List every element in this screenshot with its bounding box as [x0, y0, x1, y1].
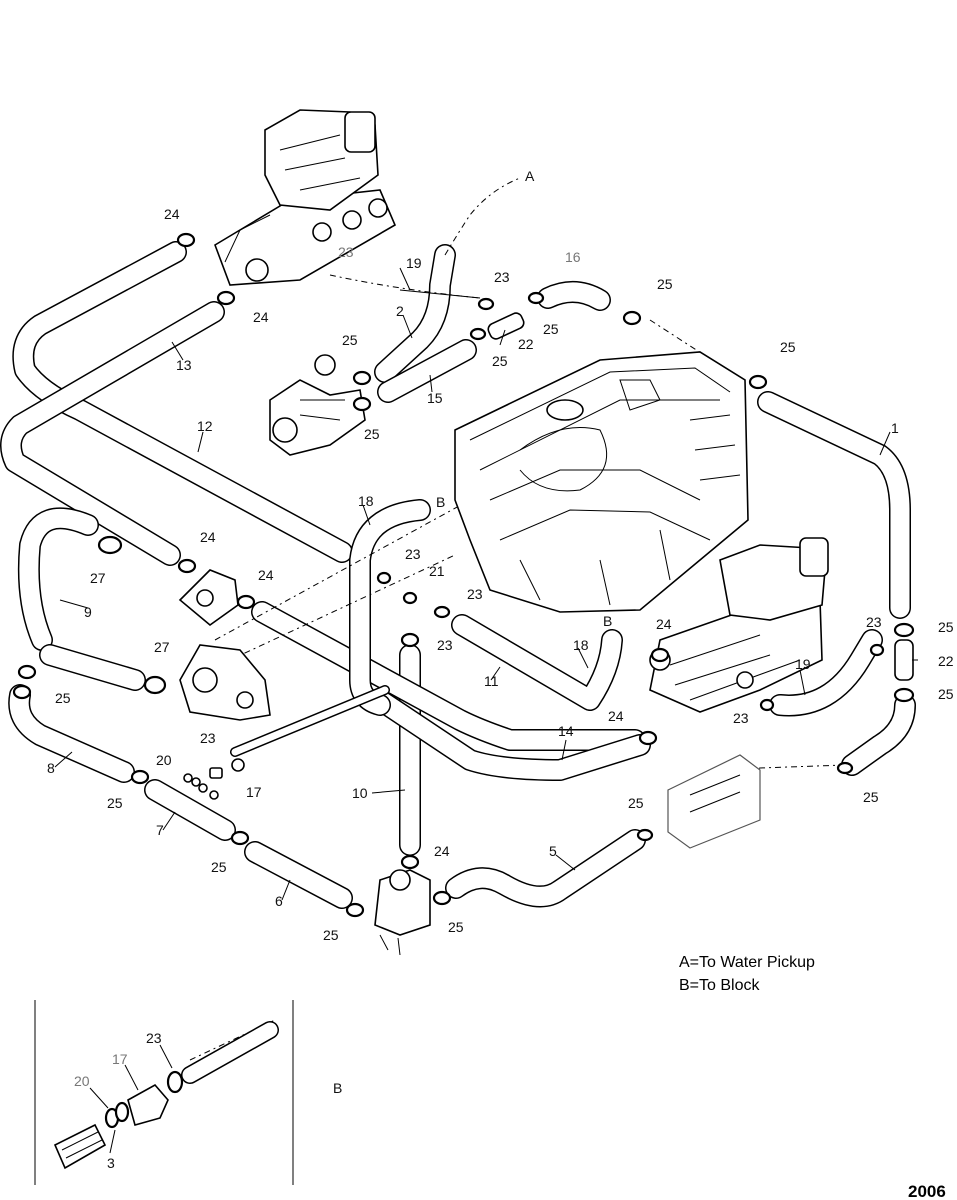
callout-25-i: 25	[211, 859, 227, 875]
callout-14: 14	[558, 723, 574, 739]
callout-5: 5	[549, 843, 557, 859]
callout-25-j: 25	[323, 927, 339, 943]
callout-23-h: 23	[733, 710, 749, 726]
callout-13: 13	[176, 357, 192, 373]
clamps	[12, 232, 915, 918]
callout-24-g: 24	[434, 843, 450, 859]
callout-24-b: 24	[253, 309, 269, 325]
legend-b: B=To Block	[679, 977, 760, 994]
inset-detail	[34, 1000, 294, 1185]
callout-7: 7	[156, 822, 164, 838]
exhaust-manifold-upper	[214, 109, 397, 286]
figure-number: 2006	[908, 1182, 946, 1200]
callout-8: 8	[47, 760, 55, 776]
callout-12: 12	[197, 418, 213, 434]
callout-25-k: 25	[448, 919, 464, 935]
tee-22-right	[894, 639, 914, 681]
callout-23-d: 23	[467, 586, 483, 602]
callout-B-inset: B	[333, 1080, 342, 1096]
callout-9: 9	[84, 604, 92, 620]
callout-25-n: 25	[938, 619, 954, 635]
exhaust-manifold-right	[649, 537, 829, 713]
callout-18-right: 18	[573, 637, 589, 653]
callout-22-right: 22	[938, 653, 954, 669]
callout-10: 10	[352, 785, 368, 801]
tee-fitting	[374, 869, 431, 956]
callout-25-d: 25	[492, 353, 508, 369]
tee-22-upper	[487, 312, 525, 340]
thermostat-housing	[269, 354, 366, 456]
engine-block	[454, 351, 749, 613]
small-fittings	[183, 758, 245, 800]
callout-25-l: 25	[628, 795, 644, 811]
callout-23-inset: 23	[146, 1030, 162, 1046]
callout-25-a: 25	[543, 321, 559, 337]
callout-23-b: 23	[494, 269, 510, 285]
fuel-cooler	[667, 754, 761, 849]
callout-16: 16	[565, 249, 581, 265]
callout-6: 6	[275, 893, 283, 909]
callout-19-right: 19	[795, 656, 811, 672]
callout-17-inset: 17	[112, 1051, 128, 1067]
callout-25-h: 25	[107, 795, 123, 811]
callout-3: 3	[107, 1155, 115, 1171]
callout-25-o: 25	[938, 686, 954, 702]
callout-15: 15	[427, 390, 443, 406]
callout-labels: A B B B 1 2 3 5 6 7 8 9 10 11 12 13 14 1…	[47, 168, 954, 1171]
callout-2: 2	[396, 303, 404, 319]
callout-18-left: 18	[358, 493, 374, 509]
callout-24-e: 24	[656, 616, 672, 632]
hose-group	[0, 241, 916, 909]
callout-27-a: 27	[90, 570, 106, 586]
callout-B-right: B	[603, 613, 612, 629]
callout-A: A	[525, 168, 535, 184]
callout-24-f: 24	[608, 708, 624, 724]
callout-24-d: 24	[258, 567, 274, 583]
callout-23-a: 23	[338, 244, 354, 260]
callout-23-f: 23	[200, 730, 216, 746]
callout-25-m: 25	[863, 789, 879, 805]
callout-25-e: 25	[780, 339, 796, 355]
callout-11: 11	[484, 673, 499, 689]
callout-22-top: 22	[518, 336, 534, 352]
callout-25-c: 25	[342, 332, 358, 348]
callout-23-e: 23	[437, 637, 453, 653]
callout-21: 21	[429, 563, 445, 579]
callout-20: 20	[156, 752, 172, 768]
callout-17: 17	[246, 784, 262, 800]
callout-1: 1	[891, 420, 899, 436]
legend-a: A=To Water Pickup	[679, 954, 815, 971]
callout-25-f: 25	[364, 426, 380, 442]
callout-25-b: 25	[657, 276, 673, 292]
water-pump	[178, 569, 271, 721]
callout-23-c: 23	[405, 546, 421, 562]
callout-19-top: 19	[406, 255, 422, 271]
callout-25-g: 25	[55, 690, 71, 706]
leader-lines	[54, 267, 918, 901]
callout-B-upper: B	[436, 494, 445, 510]
callout-24-c: 24	[200, 529, 216, 545]
callout-20-inset: 20	[74, 1073, 90, 1089]
legend: A=To Water Pickup B=To Block	[679, 954, 815, 994]
callout-23-g: 23	[866, 614, 882, 630]
callout-24-a: 24	[164, 206, 180, 222]
callout-27-b: 27	[154, 639, 170, 655]
